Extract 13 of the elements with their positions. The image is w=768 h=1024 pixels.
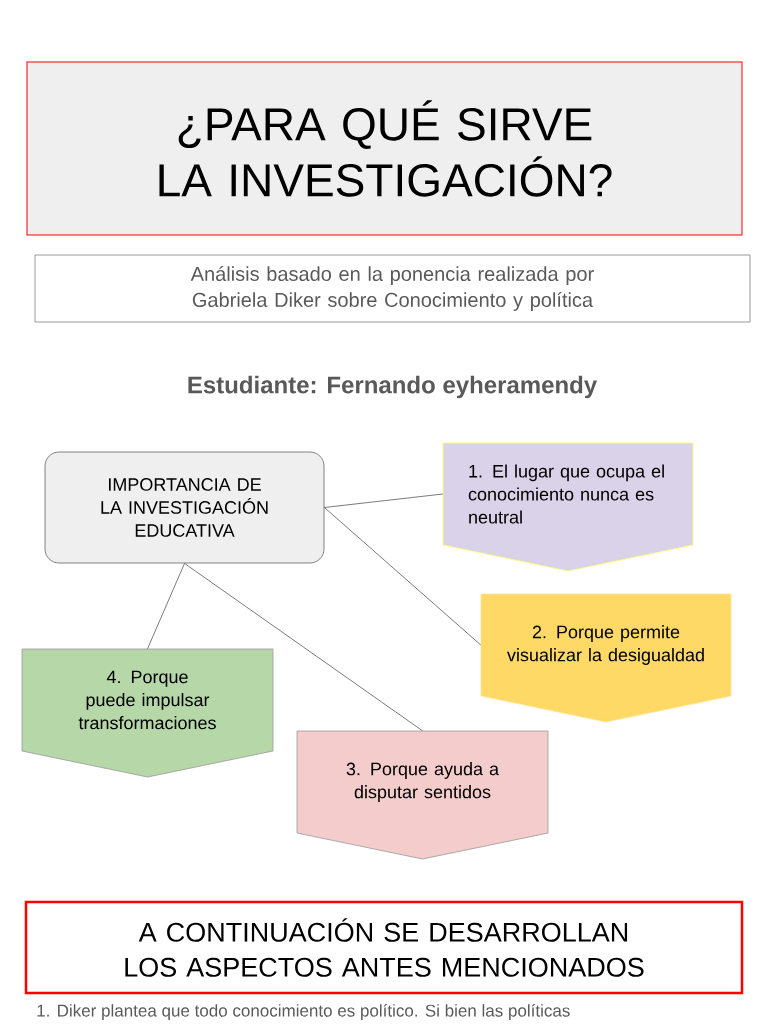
pentagon-arrow-box: 4. Porque puede impulsar transformaciones: [21, 648, 274, 778]
text-box: Análisis basado en la ponencia realizada por Gabriela Diker sobre Conocimiento y política: [34, 254, 751, 323]
connector-line: [324, 493, 444, 508]
pentagon-arrow-box: 2. Porque permite visualizar la desigualdad: [480, 593, 732, 723]
topic-box: IMPORTANCIA DE LA INVESTIGACIÓN EDUCATIVA: [44, 451, 325, 564]
connector-line: [184, 563, 423, 732]
title-box: ¿PARA QUÉ SIRVE LA INVESTIGACIÓN?: [26, 61, 743, 236]
pentagon-arrow-box: 3. Porque ayuda a disputar sentidos: [296, 730, 549, 860]
student-heading: Estudiante: Fernando eyheramendy: [188, 375, 598, 399]
connector-line: [324, 507, 482, 646]
connector-line: [147, 563, 185, 650]
pentagon-arrow-box: 1. El lugar que ocupa el conocimiento nunca es neutral: [442, 442, 694, 572]
banner-box: A CONTINUACIÓN SE DESARROLLAN LOS ASPECTOS ANTES MENCIONADOS: [24, 900, 744, 995]
